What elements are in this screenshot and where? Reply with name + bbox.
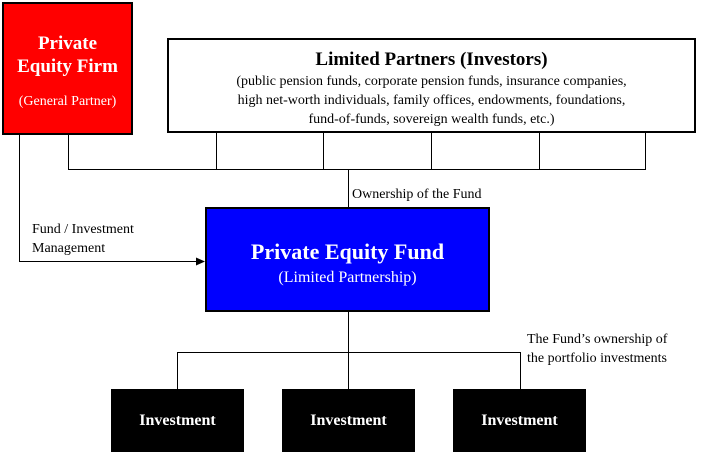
management-label-line: Fund / Investment: [32, 222, 134, 237]
pe-firm-subtitle: (General Partner): [18, 94, 117, 109]
limited-partners-title: Limited Partners (Investors): [315, 49, 548, 70]
limited-partners-description: (public pension funds, corporate pension…: [169, 72, 694, 129]
private-equity-firm-box: Private Equity Firm (General Partner): [2, 2, 133, 135]
lp-description-line: high net-worth individuals, family offic…: [237, 93, 626, 108]
lp-description-line: fund-of-funds, sovereign wealth funds, e…: [308, 112, 555, 127]
management-label: Fund / Investment Management: [32, 220, 134, 258]
ownership-label: Ownership of the Fund: [352, 187, 482, 202]
fund-subtitle: (Limited Partnership): [278, 269, 417, 286]
private-equity-fund-box: Private Equity Fund (Limited Partnership…: [205, 207, 490, 312]
pe-firm-title-line2: Equity Firm: [17, 56, 118, 77]
pe-firm-title: Private Equity Firm: [4, 32, 131, 78]
limited-partners-box: Limited Partners (Investors) (public pen…: [167, 38, 696, 133]
management-line: [19, 135, 198, 262]
portfolio-ownership-label: The Fund’s ownership of the portfolio in…: [527, 330, 667, 368]
portfolio-label-line: The Fund’s ownership of: [527, 332, 668, 347]
investment-box: Investment: [282, 389, 415, 452]
pe-firm-title-line1: Private: [37, 33, 98, 54]
investment-box: Investment: [453, 389, 586, 452]
arrowhead-icon: [196, 257, 205, 266]
fund-title: Private Equity Fund: [250, 239, 445, 264]
portfolio-label-line: the portfolio investments: [527, 351, 667, 366]
lp-description-line: (public pension funds, corporate pension…: [236, 74, 627, 89]
investment-box: Investment: [111, 389, 244, 452]
management-label-line: Management: [32, 241, 106, 256]
